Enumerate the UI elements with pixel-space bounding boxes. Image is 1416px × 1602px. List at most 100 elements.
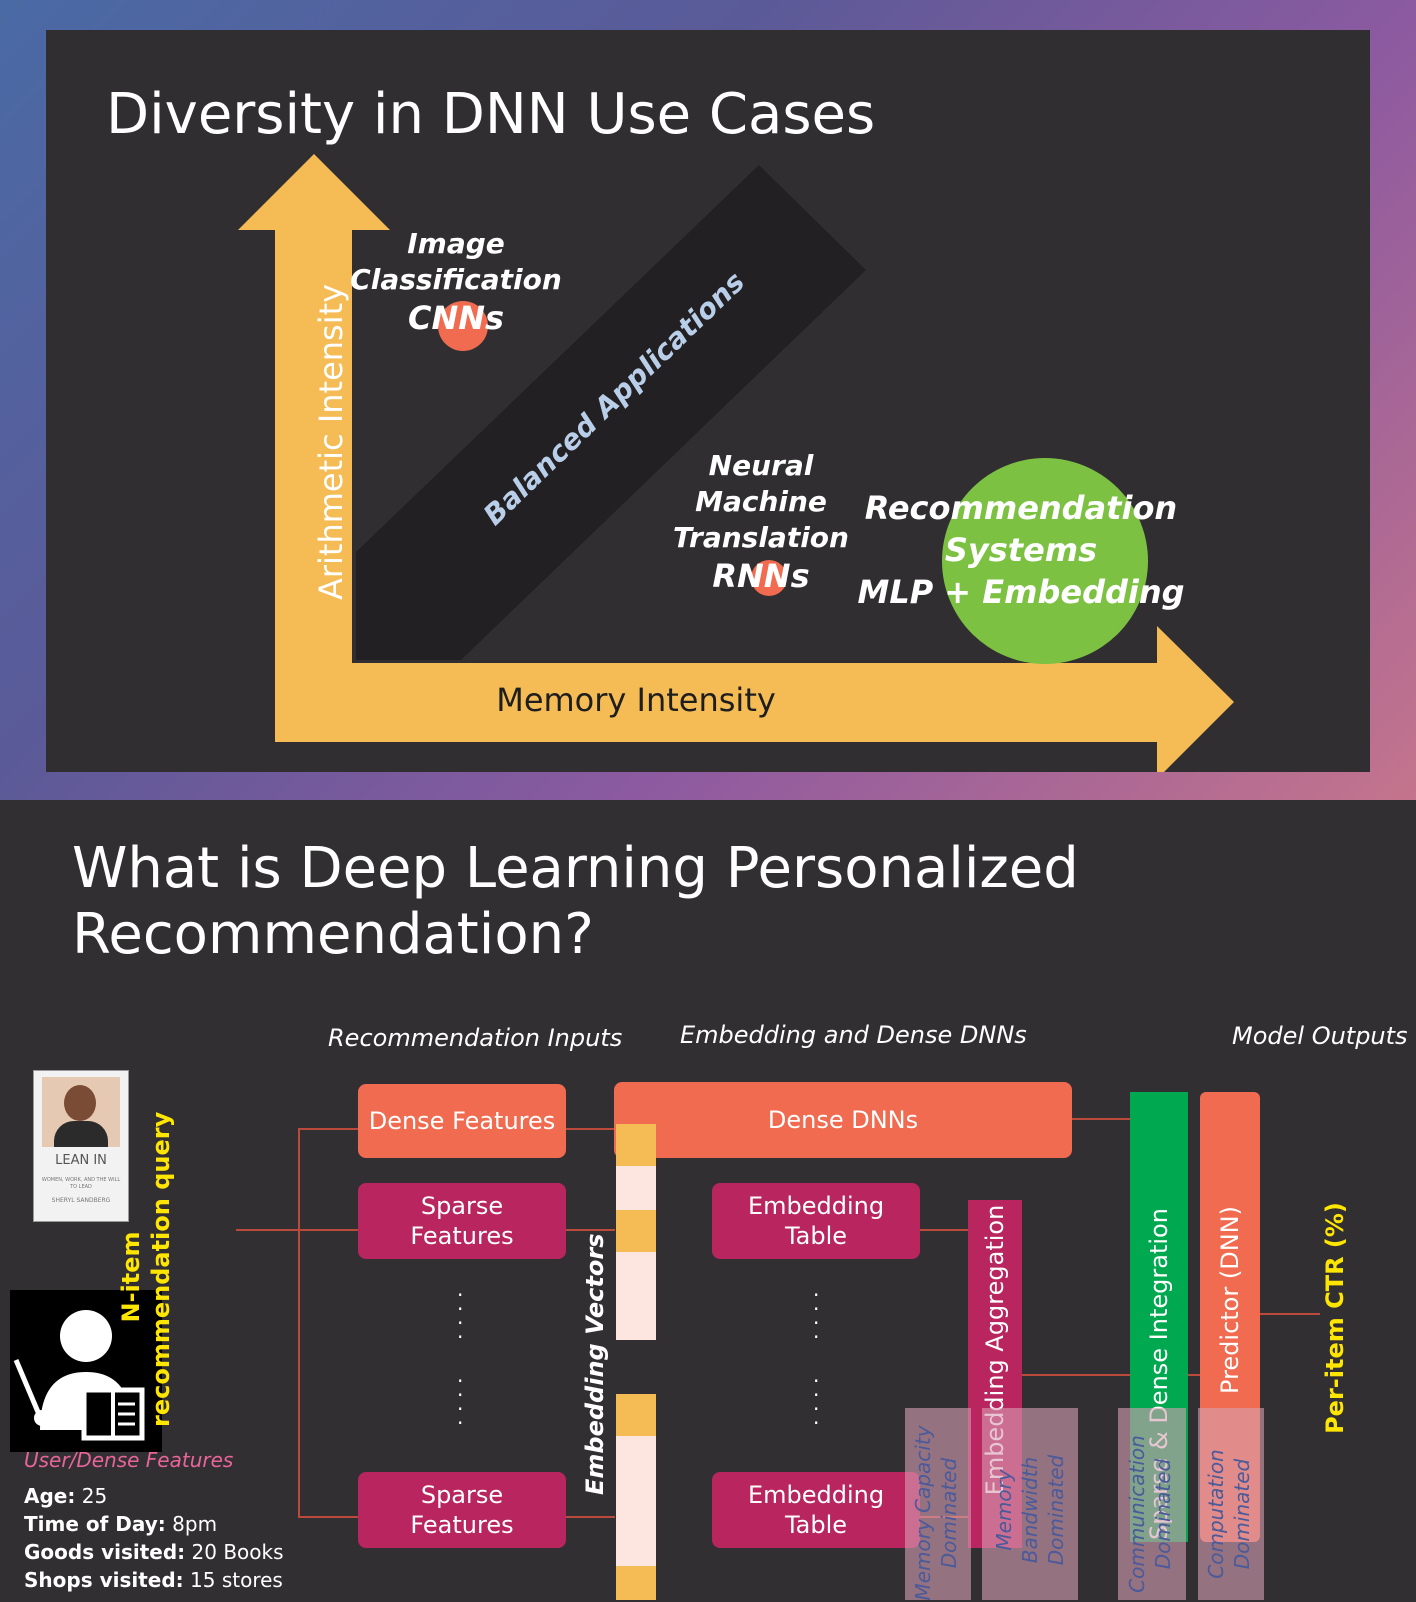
computation-overlay: [1198, 1408, 1264, 1600]
book-photo-head: [64, 1085, 96, 1121]
user-features-list: Age: 25 Time of Day: 8pm Goods visited: …: [24, 1482, 284, 1594]
intensity-diagram: [238, 154, 1234, 772]
memory-capacity-label: Memory Capacity Dominated: [910, 1425, 966, 1601]
nmt-line2: Machine: [695, 485, 827, 518]
connector-agg-1: [920, 1229, 968, 1231]
embedding-vectors-label: Embedding Vectors: [581, 1233, 609, 1495]
query-line1: N-item: [117, 1231, 145, 1323]
book-subtitle: WOMEN, WORK, AND THE WILL TO LEAD: [41, 1177, 121, 1190]
query-label: N-item recommendation query: [116, 1111, 176, 1427]
connector-predictor: [1188, 1374, 1200, 1376]
embedding-vector-cell: [616, 1480, 656, 1524]
nmt-line1: Neural: [708, 449, 814, 482]
recsys-circle: [942, 458, 1148, 664]
emb-2-line1: Embedding: [747, 1481, 885, 1509]
recsys-label: Recommendation Systems MLP + Embedding: [856, 487, 1186, 613]
title-line1: What is Deep Learning Personalized: [72, 836, 1079, 901]
embedding-vector-cell: [616, 1252, 656, 1296]
communication-label: Communication Dominated: [1124, 1426, 1180, 1602]
membw-line3: Dominated: [1044, 1454, 1068, 1566]
sparse-1-line2: Features: [410, 1222, 514, 1250]
slide-1: Diversity in DNN Use Cases Arithmetic In…: [46, 30, 1370, 772]
image-cls-line1: Image: [407, 227, 505, 260]
comp-line2: Dominated: [1230, 1458, 1254, 1570]
book-author: SHERYL SANDBERG: [51, 1197, 111, 1204]
rnn-dot: [751, 560, 787, 596]
embedding-vector-cell: [616, 1166, 656, 1210]
embedding-vector-cell: [616, 1436, 656, 1480]
query-line2: recommendation query: [147, 1111, 175, 1427]
nmt-label: Neural Machine Translation RNNs: [656, 448, 866, 596]
book-photo: [42, 1077, 120, 1147]
memory-bandwidth-overlay: [982, 1408, 1078, 1600]
embedding-vector-cell: [616, 1296, 656, 1340]
memcap-line1: Memory Capacity: [911, 1425, 935, 1601]
section-embedding: Embedding and Dense DNNs: [680, 1021, 1027, 1049]
user-icon: [10, 1290, 162, 1452]
goods-value: 20 Books: [191, 1540, 284, 1564]
connector-query: [236, 1229, 298, 1231]
recsys-line1: Recommendation: [864, 489, 1178, 527]
cnn-dot: [438, 301, 488, 351]
age-value: 25: [81, 1484, 108, 1508]
connector-integration-dense: [1070, 1118, 1130, 1120]
nmt-line3: Translation: [673, 521, 849, 554]
dense-dnns-box: Dense DNNs: [614, 1082, 1072, 1158]
connector-output: [1260, 1313, 1320, 1315]
computation-label: Computation Dominated: [1203, 1426, 1259, 1602]
ellipsis-dots: ····: [813, 1369, 820, 1435]
image-cls-line3: CNNs: [407, 299, 505, 337]
emb-1-line2: Table: [784, 1222, 848, 1250]
time-value: 8pm: [172, 1512, 218, 1536]
goods-key: Goods visited:: [24, 1540, 186, 1564]
shops-value: 15 stores: [190, 1568, 283, 1592]
slide-1-title: Diversity in DNN Use Cases: [106, 82, 876, 147]
connector-sparse-2: [298, 1516, 358, 1518]
title-line2: Recommendation?: [72, 902, 594, 967]
ellipsis-dots: ····: [457, 1369, 464, 1435]
book-cover: LEAN IN WOMEN, WORK, AND THE WILL TO LEA…: [33, 1070, 129, 1222]
image-cls-line2: Classification: [350, 263, 562, 296]
membw-line2: Bandwidth: [1018, 1456, 1042, 1564]
balanced-band: [356, 165, 866, 660]
connector-dense-dnn: [565, 1128, 615, 1130]
memory-bandwidth-label: Memory Bandwidth Dominated: [991, 1425, 1071, 1595]
membw-line1: Memory: [992, 1469, 1016, 1551]
age-key: Age:: [24, 1484, 76, 1508]
feature-shops: Shops visited: 15 stores: [24, 1566, 284, 1594]
comm-line2: Dominated: [1151, 1458, 1175, 1570]
communication-overlay: [1118, 1408, 1186, 1600]
embedding-vector-cell: [616, 1394, 656, 1436]
connector-sparse-1: [298, 1229, 358, 1231]
connector-inputs-bus: [298, 1128, 300, 1516]
nmt-line4: RNNs: [712, 557, 810, 595]
book-title: LEAN IN: [55, 1153, 107, 1168]
sparse-2-line1: Sparse: [420, 1481, 504, 1509]
ellipsis-dots: ····: [813, 1283, 820, 1349]
shops-key: Shops visited:: [24, 1568, 184, 1592]
y-axis-label: Arithmetic Intensity: [312, 283, 350, 600]
embedding-vector-cell: [616, 1566, 656, 1600]
sparse-1-line1: Sparse: [420, 1192, 504, 1220]
section-inputs: Recommendation Inputs: [328, 1024, 623, 1052]
embedding-vector-cell: [616, 1524, 656, 1566]
ellipsis-dots: ····: [457, 1283, 464, 1349]
sparse-2-line2: Features: [410, 1511, 514, 1539]
recsys-line3: MLP + Embedding: [857, 573, 1185, 611]
x-axis-label: Memory Intensity: [496, 681, 776, 719]
feature-age: Age: 25: [24, 1482, 284, 1510]
emb-2-line2: Table: [784, 1511, 848, 1539]
output-label: Per-item CTR (%): [1321, 1202, 1349, 1434]
embedding-vector-cell: [616, 1124, 656, 1166]
time-key: Time of Day:: [24, 1512, 166, 1536]
slide-2-title: What is Deep Learning Personalized Recom…: [72, 836, 1079, 968]
memcap-line2: Dominated: [937, 1457, 961, 1569]
feature-goods: Goods visited: 20 Books: [24, 1538, 284, 1566]
user-features-heading: User/Dense Features: [24, 1448, 234, 1472]
book-photo-body: [54, 1121, 108, 1147]
memory-capacity-overlay: [905, 1408, 971, 1600]
image-classification-label: Image Classification CNNs: [346, 226, 566, 338]
